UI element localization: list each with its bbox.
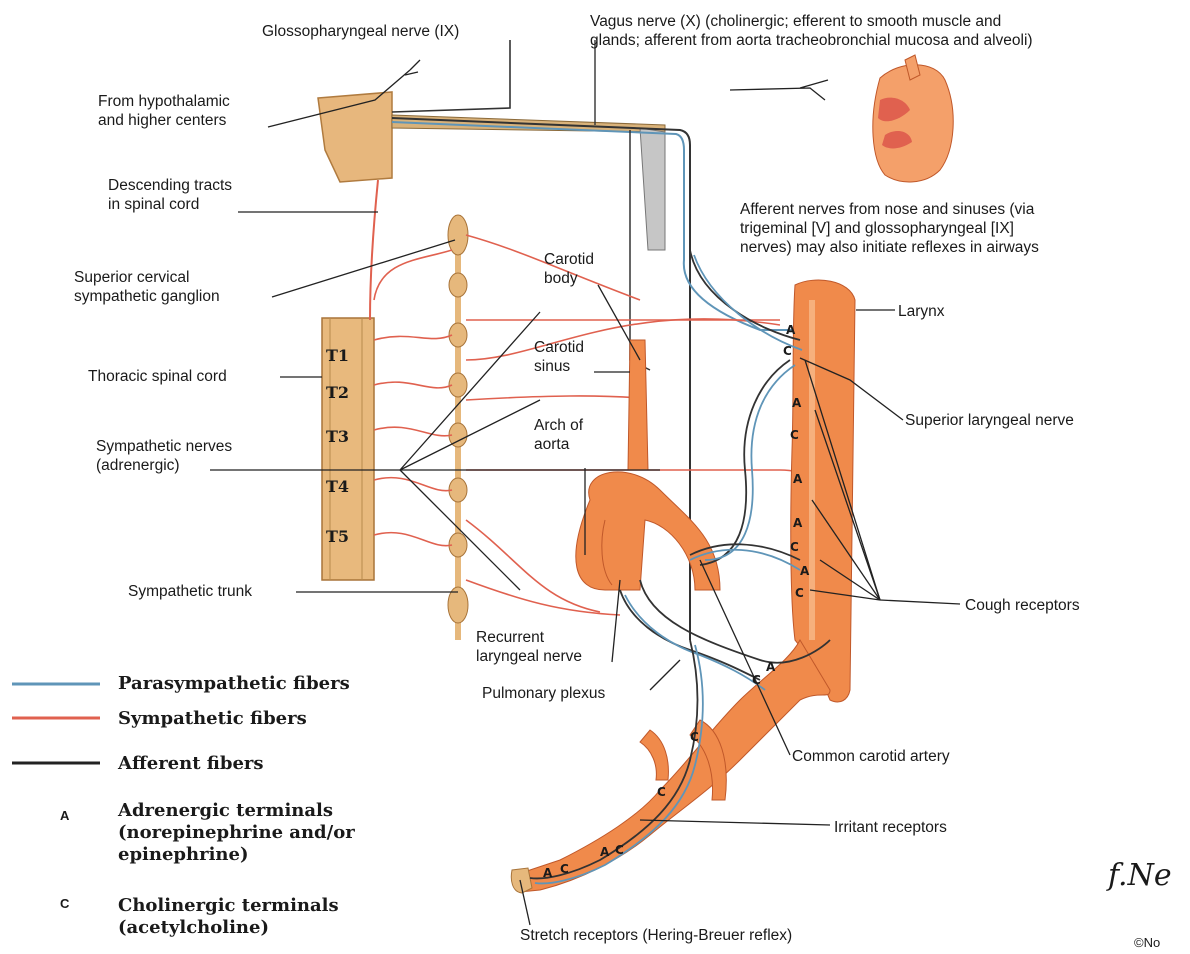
vertebra-label: T4 <box>326 477 349 496</box>
legend-adrenergic-line-2: (norepinephrine and/or <box>118 822 355 844</box>
legend-sympathetic: Sympathetic fibers <box>118 708 307 730</box>
label-vagus-line-1: Vagus nerve (X) (cholinergic; efferent t… <box>590 12 1033 31</box>
label-irritant-receptors: Irritant receptors <box>834 818 947 837</box>
terminal-marker: A <box>543 866 552 880</box>
label-carotid-body-line-2: body <box>544 269 594 288</box>
label-hypothalamic-line-2: and higher centers <box>98 111 230 130</box>
terminal-marker: C <box>690 730 699 744</box>
label-descending-line-1: Descending tracts <box>108 176 232 195</box>
terminal-marker: C <box>783 344 792 358</box>
head-sinus-illustration <box>873 55 953 182</box>
label-vagus-nerve: Vagus nerve (X) (cholinergic; efferent t… <box>590 12 1033 50</box>
label-afferent-nose-line-1: Afferent nerves from nose and sinuses (v… <box>740 200 1039 219</box>
terminal-marker: C <box>790 428 799 442</box>
vertebra-label: T5 <box>326 527 349 546</box>
label-sympathetic-nerves-line-1: Sympathetic nerves <box>96 437 232 456</box>
label-afferent-nose-sinuses: Afferent nerves from nose and sinuses (v… <box>740 200 1039 257</box>
terminal-marker: A <box>766 660 775 674</box>
label-recurrent-line-2: laryngeal nerve <box>476 647 582 666</box>
label-recurrent-line-1: Recurrent <box>476 628 582 647</box>
legend-cholinergic-line-1: Cholinergic terminals <box>118 895 339 917</box>
legend-key-cholinergic: C <box>60 896 69 911</box>
label-carotid-body-line-1: Carotid <box>544 250 594 269</box>
label-sympathetic-trunk: Sympathetic trunk <box>128 582 252 601</box>
label-carotid-sinus: Carotid sinus <box>534 338 584 376</box>
label-descending-line-2: in spinal cord <box>108 195 232 214</box>
terminal-marker: C <box>657 785 666 799</box>
label-afferent-nose-line-3: nerves) may also initiate reflexes in ai… <box>740 238 1039 257</box>
legend-cholinergic: Cholinergic terminals (acetylcholine) <box>118 895 339 939</box>
label-hypothalamic-line-1: From hypothalamic <box>98 92 230 111</box>
legend-afferent: Afferent fibers <box>118 753 264 775</box>
label-superior-laryngeal-nerve: Superior laryngeal nerve <box>905 411 1074 430</box>
label-descending-tracts: Descending tracts in spinal cord <box>108 176 232 214</box>
legend-swatches <box>0 660 120 780</box>
label-larynx: Larynx <box>898 302 945 321</box>
legend-key-adrenergic: A <box>60 808 69 823</box>
terminal-marker: A <box>793 472 802 486</box>
label-common-carotid-artery: Common carotid artery <box>792 747 950 766</box>
label-sympathetic-nerves-line-2: (adrenergic) <box>96 456 232 475</box>
label-sympathetic-nerves: Sympathetic nerves (adrenergic) <box>96 437 232 475</box>
label-thoracic-spinal-cord: Thoracic spinal cord <box>88 367 227 386</box>
label-superior-cervical-line-1: Superior cervical <box>74 268 220 287</box>
terminal-marker: C <box>790 540 799 554</box>
vertebra-label: T2 <box>326 383 349 402</box>
label-superior-cervical-ganglion: Superior cervical sympathetic ganglion <box>74 268 220 306</box>
terminal-marker: A <box>786 323 795 337</box>
label-arch-line-1: Arch of <box>534 416 583 435</box>
label-pulmonary-plexus: Pulmonary plexus <box>482 684 605 703</box>
legend-adrenergic-line-3: epinephrine) <box>118 844 355 866</box>
label-arch-line-2: aorta <box>534 435 583 454</box>
aortic-arch <box>576 472 720 590</box>
terminal-marker: C <box>560 862 569 876</box>
vagus-trunk-vertical <box>640 128 665 250</box>
label-glossopharyngeal-nerve: Glossopharyngeal nerve (IX) <box>262 22 459 41</box>
label-carotid-sinus-line-2: sinus <box>534 357 584 376</box>
vertebra-label: T1 <box>326 346 349 365</box>
label-recurrent-laryngeal-nerve: Recurrent laryngeal nerve <box>476 628 582 666</box>
bronchus <box>518 640 830 892</box>
label-carotid-sinus-line-1: Carotid <box>534 338 584 357</box>
label-vagus-line-2: glands; afferent from aorta tracheobronc… <box>590 31 1033 50</box>
label-stretch-receptors: Stretch receptors (Hering-Breuer reflex) <box>520 926 792 945</box>
terminal-marker: A <box>793 516 802 530</box>
legend-adrenergic: Adrenergic terminals (norepinephrine and… <box>118 800 355 866</box>
copyright-mark: ©No <box>1134 933 1160 952</box>
carotid-artery <box>628 340 648 470</box>
vertebra-label: T3 <box>326 427 349 446</box>
glossopharyngeal-nerve-path <box>392 40 510 112</box>
label-carotid-body: Carotid body <box>544 250 594 288</box>
label-hypothalamic-centers: From hypothalamic and higher centers <box>98 92 230 130</box>
label-cough-receptors: Cough receptors <box>965 596 1080 615</box>
bronchus-branch <box>640 730 668 780</box>
terminal-marker: A <box>600 845 609 859</box>
terminal-marker: A <box>800 564 809 578</box>
legend-parasympathetic: Parasympathetic fibers <box>118 673 350 695</box>
terminal-marker: C <box>795 586 804 600</box>
artist-signature: f.Ne <box>1108 858 1172 893</box>
terminal-marker: C <box>615 843 624 857</box>
terminal-marker: C <box>752 673 761 687</box>
label-arch-of-aorta: Arch of aorta <box>534 416 583 454</box>
label-afferent-nose-line-2: trigeminal [V] and glossopharyngeal [IX] <box>740 219 1039 238</box>
terminal-marker: A <box>792 396 801 410</box>
label-superior-cervical-line-2: sympathetic ganglion <box>74 287 220 306</box>
legend-cholinergic-line-2: (acetylcholine) <box>118 917 339 939</box>
legend-adrenergic-line-1: Adrenergic terminals <box>118 800 355 822</box>
